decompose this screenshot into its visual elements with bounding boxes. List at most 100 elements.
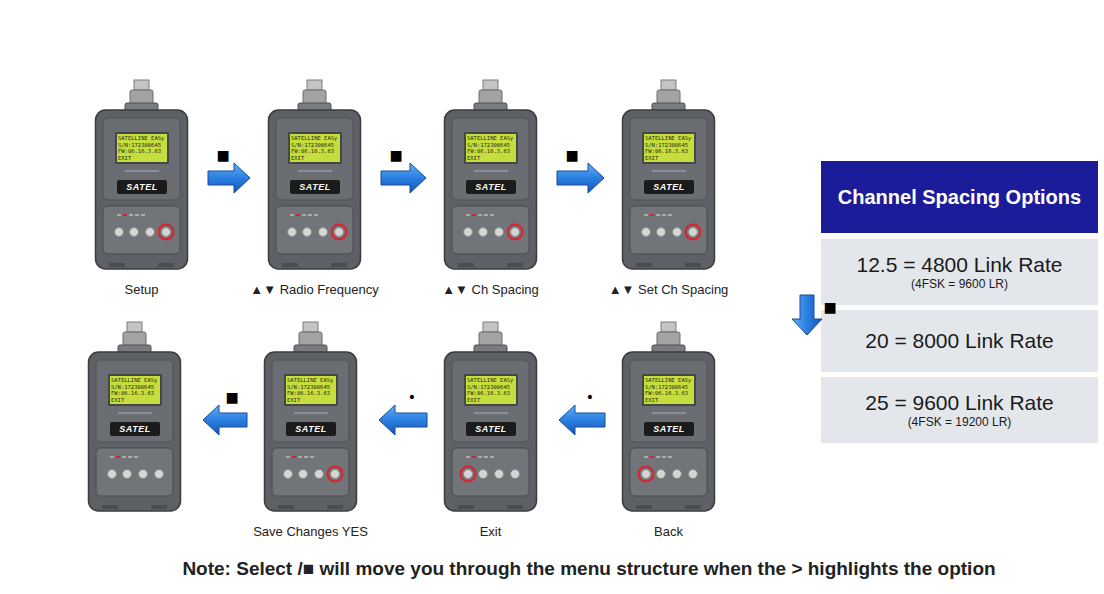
antenna-nut xyxy=(130,90,153,104)
radio-modem: SATELLINE EASy S/N:172300645 FW:06.16.3.… xyxy=(444,352,537,512)
device-foot xyxy=(282,263,298,267)
status-led xyxy=(123,214,127,216)
front-panel xyxy=(272,360,349,442)
status-led xyxy=(129,214,133,216)
cell-subtext: (4FSK = 9600 LR) xyxy=(911,277,1008,293)
status-led xyxy=(656,214,660,216)
step-caption: Save Changes YES xyxy=(253,524,368,539)
logo-text: SATEL xyxy=(290,180,340,194)
keypad-button xyxy=(303,228,312,237)
status-led xyxy=(304,456,308,458)
keypad-button xyxy=(657,470,666,479)
status-led xyxy=(135,214,139,216)
keypad-button xyxy=(319,228,328,237)
screen-text: SATELLINE EASy S/N:172300645 FW:06.16.3.… xyxy=(645,135,695,161)
device-body xyxy=(89,352,181,511)
keypad-button xyxy=(479,470,488,479)
status-led xyxy=(466,214,470,216)
lcd-screen xyxy=(290,134,340,162)
radio-modem-illustration xyxy=(268,80,361,270)
panel-marking xyxy=(652,170,686,172)
front-panel xyxy=(103,118,180,200)
keypad-button xyxy=(146,228,155,237)
device-foot xyxy=(636,505,652,509)
highlight-ring xyxy=(328,467,343,482)
logo-text: SATEL xyxy=(644,422,694,436)
keypad-button xyxy=(335,228,344,237)
antenna-connector xyxy=(661,80,676,90)
radio-modem-illustration xyxy=(622,80,715,270)
lcd-frame xyxy=(288,132,342,164)
status-led xyxy=(472,456,476,458)
lcd-screen xyxy=(644,376,694,404)
device-foot xyxy=(636,263,652,267)
keypad-button xyxy=(139,470,148,479)
key-symbol: ■ xyxy=(565,147,578,163)
device-foot xyxy=(507,263,523,267)
step-caption: Back xyxy=(654,524,683,539)
key-symbol: ■ xyxy=(389,147,402,163)
antenna-nut xyxy=(479,332,502,346)
status-led xyxy=(472,214,476,216)
antenna-nut xyxy=(479,90,502,104)
cell-text: 25 = 9600 Link Rate xyxy=(865,390,1054,415)
radio-modem: SATELLINE EASy S/N:172300645 FW:06.16.3.… xyxy=(622,110,715,270)
status-led xyxy=(656,456,660,458)
keypad-panel xyxy=(630,448,707,496)
device-foot xyxy=(102,505,118,509)
status-led xyxy=(298,456,302,458)
device-body xyxy=(269,110,361,269)
antenna-nut xyxy=(299,332,322,346)
key-symbol: ■ xyxy=(216,147,229,163)
radio-modem: SATELLINE EASy S/N:172300645 FW:06.16.3.… xyxy=(88,352,181,512)
front-panel xyxy=(452,118,529,200)
status-led xyxy=(668,456,672,458)
radio-modem-illustration xyxy=(622,322,715,512)
device-foot xyxy=(458,263,474,267)
keypad-panel xyxy=(276,206,353,254)
keypad-button xyxy=(155,470,164,479)
status-led xyxy=(141,214,145,216)
lcd-screen xyxy=(110,376,160,404)
antenna-nut xyxy=(123,332,146,346)
radio-modem-illustration xyxy=(444,80,537,270)
logo-badge xyxy=(110,422,160,436)
radio-modem: SATELLINE EASy S/N:172300645 FW:06.16.3.… xyxy=(444,110,537,270)
key-symbol: • xyxy=(408,389,416,405)
keypad-button xyxy=(495,470,504,479)
status-led xyxy=(117,214,121,216)
logo-badge xyxy=(290,180,340,194)
keypad-button xyxy=(511,470,520,479)
radio-modem-illustration xyxy=(95,80,188,270)
keypad-button xyxy=(642,470,651,479)
radio-modem: SATELLINE EASy S/N:172300645 FW:06.16.3.… xyxy=(264,352,357,512)
block-arrow xyxy=(208,163,250,193)
keypad-panel xyxy=(96,448,173,496)
status-led xyxy=(314,214,318,216)
lcd-frame xyxy=(108,374,162,406)
logo-text: SATEL xyxy=(286,422,336,436)
block-arrow xyxy=(381,163,426,193)
key-symbol: • xyxy=(586,389,594,405)
highlight-ring xyxy=(461,467,476,482)
keypad-panel xyxy=(630,206,707,254)
device-foot xyxy=(331,263,347,267)
lcd-frame xyxy=(115,132,169,164)
front-panel xyxy=(276,118,353,200)
block-arrow xyxy=(559,405,605,435)
cell-text: Channel Spacing Options xyxy=(838,185,1081,209)
keypad-button xyxy=(511,228,520,237)
lcd-frame xyxy=(464,374,518,406)
keypad-button xyxy=(479,228,488,237)
logo-text: SATEL xyxy=(644,180,694,194)
status-led xyxy=(650,214,654,216)
radio-modem-illustration xyxy=(264,322,357,512)
keypad-panel xyxy=(103,206,180,254)
lcd-screen xyxy=(644,134,694,162)
status-led xyxy=(644,214,648,216)
lcd-screen xyxy=(466,134,516,162)
status-led xyxy=(466,456,470,458)
keypad-button xyxy=(495,228,504,237)
status-led xyxy=(134,456,138,458)
